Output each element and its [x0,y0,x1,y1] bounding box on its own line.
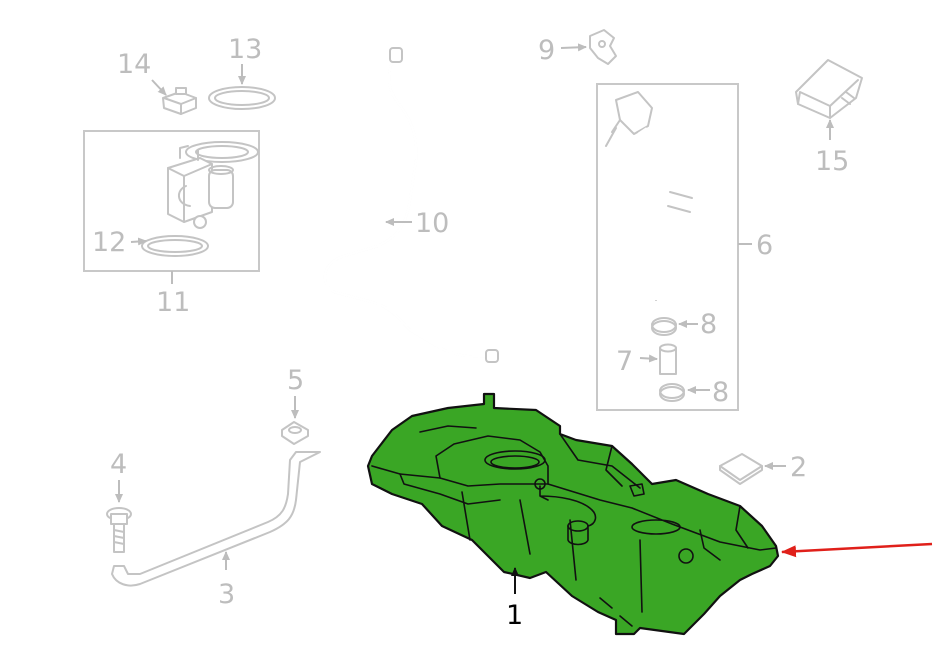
leader-9 [560,43,587,52]
part-3-strap[interactable] [111,451,321,587]
callout-13: 13 [228,34,262,65]
callout-1: 1 [506,600,523,631]
part-2-pad[interactable] [719,453,763,485]
part-8-clamp-upper[interactable] [651,317,677,336]
callout-6: 6 [756,230,773,261]
callout-4: 4 [110,449,127,480]
part-6-filler-neck[interactable] [605,91,693,301]
part-8-clamp-lower[interactable] [659,383,685,402]
part-9-bracket[interactable] [589,29,617,65]
part-1-fuel-tank[interactable] [366,392,780,636]
part-11-fuel-pump[interactable] [167,141,259,229]
callout-5: 5 [287,365,304,396]
part-12-seal[interactable] [141,235,209,257]
callout-10: 10 [415,208,449,239]
callout-7: 7 [616,346,633,377]
callout-12: 12 [92,227,126,258]
callout-8-upper: 8 [700,309,717,340]
leader-14 [151,79,167,96]
part-13-gasket[interactable] [208,86,276,110]
callout-8-lower: 8 [712,377,729,408]
part-6-box [596,83,739,411]
part-14-clip[interactable] [162,87,197,115]
part-15-module[interactable] [795,59,863,119]
part-10-vent-tube[interactable] [323,47,499,363]
callout-9: 9 [538,35,555,66]
leader-12 [130,237,147,246]
part-4-bolt[interactable] [106,507,132,553]
callout-2: 2 [790,452,807,483]
red-pointer-arrow [781,542,933,558]
callout-11: 11 [156,287,190,318]
part-7-hose[interactable] [659,343,677,375]
callout-15: 15 [815,146,849,177]
leader-7 [639,354,658,363]
callout-14: 14 [117,49,151,80]
callout-3: 3 [218,579,235,610]
part-5-nut[interactable] [281,421,309,445]
